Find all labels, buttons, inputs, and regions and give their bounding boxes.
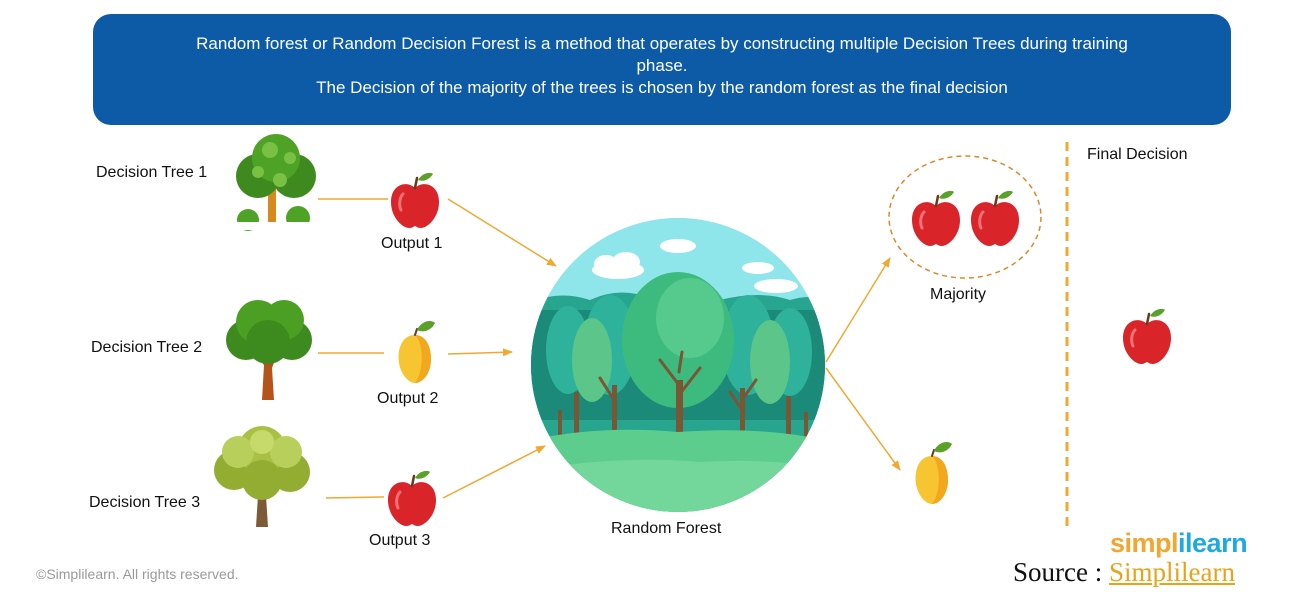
source-prefix: Source : <box>1013 557 1109 587</box>
output-3-to-forest-arrow <box>442 445 546 499</box>
minority-mango-icon <box>914 441 953 505</box>
output-1-label: Output 1 <box>381 235 443 252</box>
output-2-mango-icon <box>397 320 436 384</box>
banner-line-1: Random forest or Random Decision Forest … <box>196 34 1128 53</box>
random-forest-label: Random Forest <box>611 520 722 537</box>
logo-part-2: ilearn <box>1178 528 1248 558</box>
source-credit: Source : Simplilearn <box>1013 557 1235 588</box>
majority-apple-1-icon <box>910 189 962 248</box>
output-2-to-forest-arrow <box>447 348 513 357</box>
forest-to-majority-arrow <box>825 257 891 363</box>
final-decision-apple-icon <box>1121 307 1173 366</box>
simplilearn-logo: simplilearn <box>1110 528 1248 559</box>
majority-circle <box>888 155 1042 279</box>
source-link[interactable]: Simplilearn <box>1108 557 1235 587</box>
tree-3-to-output-line <box>325 496 385 499</box>
output-1-to-forest-arrow <box>447 198 557 267</box>
forest-to-minority-arrow <box>825 367 901 471</box>
output-3-apple-icon <box>386 469 438 528</box>
banner-line-3: The Decision of the majority of the tree… <box>316 78 1008 97</box>
output-3-label: Output 3 <box>369 532 431 549</box>
decision-tree-3-label: Decision Tree 3 <box>89 494 201 511</box>
decision-tree-2-icon <box>226 300 312 400</box>
final-decision-label: Final Decision <box>1087 146 1188 163</box>
decision-tree-1-icon <box>234 134 316 231</box>
majority-label: Majority <box>930 286 987 303</box>
output-2-label: Output 2 <box>377 390 439 407</box>
output-1-apple-icon <box>389 171 441 230</box>
banner-line-2: phase. <box>636 56 688 75</box>
decision-tree-3-icon <box>214 426 310 527</box>
description-banner: Random forest or Random Decision Forest … <box>93 14 1231 125</box>
copyright-text: ©Simplilearn. All rights reserved. <box>36 566 239 582</box>
decision-tree-1-label: Decision Tree 1 <box>96 164 208 181</box>
logo-part-1: simpl <box>1110 528 1179 558</box>
majority-apple-2-icon <box>969 189 1021 248</box>
random-forest-icon <box>531 218 825 512</box>
decision-tree-2-label: Decision Tree 2 <box>91 339 203 356</box>
